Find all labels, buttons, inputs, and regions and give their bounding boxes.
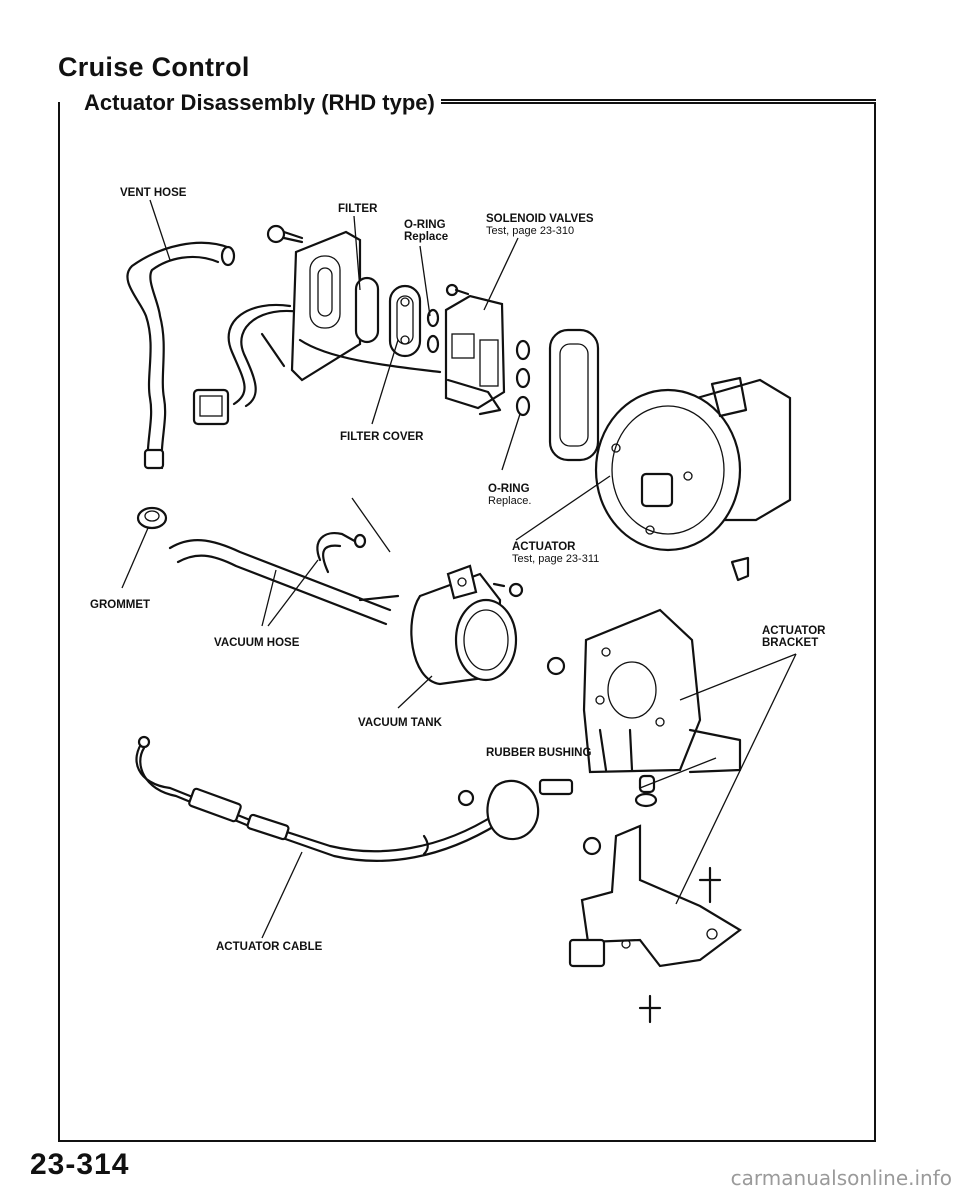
label-actuator: ACTUATOR [512,541,576,553]
o-ring-small [426,308,440,354]
filter-housing [290,230,442,382]
label-rubber-bushing: RUBBER BUSHING [486,747,591,759]
rubber-bushing [457,774,658,856]
leader-lines [121,215,797,939]
label-solenoid-valves-note: Test, page 23-310 [486,225,574,237]
grommet [136,506,168,530]
section-title: Actuator Disassembly (RHD type) [78,90,441,116]
label-actuator-note: Test, page 23-311 [512,553,599,565]
o-ring-stack [515,339,531,417]
label-vacuum-hose: VACUUM HOSE [214,637,300,649]
page-number: 23-314 [30,1148,130,1181]
label-actuator-cable: ACTUATOR CABLE [216,941,323,953]
label-o-ring-bottom: O-RING [488,483,530,495]
label-o-ring-top-note: Replace [404,231,448,243]
page-title: Cruise Control [58,52,250,82]
actuator-bracket [546,608,742,774]
watermark: carmanualsonline.info [730,1166,952,1190]
frame-corner-gap [60,98,78,106]
actuator-cable [135,735,574,862]
label-o-ring-top: O-RING [404,219,446,231]
mounting-bracket [568,824,742,1024]
label-vacuum-tank: VACUUM TANK [358,717,443,729]
label-actuator-bracket-1: ACTUATOR [762,625,826,637]
filter-cover [388,284,422,358]
label-grommet: GROMMET [90,599,150,611]
label-solenoid-valves: SOLENOID VALVES [486,213,594,225]
label-filter: FILTER [338,203,378,215]
actuator [594,376,792,552]
wire-harness [192,303,302,426]
filter [354,276,380,344]
vent-hose [126,199,236,470]
label-o-ring-bottom-note: Replace. [488,495,531,507]
diagram-frame [58,102,876,1142]
actuator-gasket [548,328,600,462]
solenoid-valves [444,283,506,416]
vacuum-tank [410,564,524,686]
label-actuator-bracket-2: BRACKET [762,637,818,649]
vacuum-hose [168,532,400,626]
clip-icon [730,556,750,582]
bolt-icon [266,224,304,244]
label-vent-hose: VENT HOSE [120,187,187,199]
label-filter-cover: FILTER COVER [340,431,424,443]
